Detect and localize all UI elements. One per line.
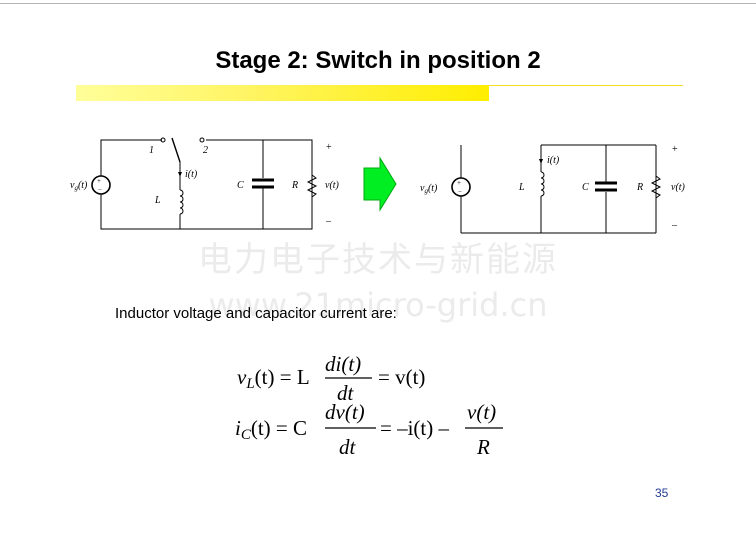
top-border-line [0, 3, 756, 4]
eq1-rhs: = v(t) [378, 365, 425, 389]
left-minus-sign: – [325, 216, 332, 227]
left-source-label: vg(t) [70, 180, 88, 192]
circuit-diagrams: + − vg(t) 1 2 i(t) L C R v(t) + – [70, 137, 686, 234]
eq2-denominator: dt [339, 435, 357, 459]
left-switch-contact-2 [199, 137, 205, 143]
left-plus-sign: + [326, 142, 332, 153]
right-source-minus: − [458, 188, 462, 196]
left-wire-loop [100, 139, 313, 230]
right-source-circle [451, 177, 471, 197]
right-voltage-label: v(t) [671, 182, 686, 193]
watermark-url: www.21micro-grid.cn [208, 286, 548, 324]
eq2-lhs: iC(t) = C [235, 416, 307, 443]
right-capacitor-label: C [582, 182, 589, 193]
watermark-chinese: 电力电子技术与新能源 [198, 240, 558, 280]
left-resistor-zigzag [306, 174, 318, 198]
left-inductor-label: L [154, 195, 161, 206]
left-source-minus: − [98, 186, 102, 194]
left-capacitor-label: C [237, 180, 244, 191]
equations-block: vL(t) = L di(t) dt = v(t) iC(t) = C dv(t… [235, 352, 503, 459]
eq1-numerator: di(t) [325, 352, 361, 376]
left-switch-blade [171, 137, 181, 163]
title-underline-bar [76, 85, 489, 101]
right-resistor-label: R [636, 182, 643, 193]
left-inductor-coil [179, 189, 184, 215]
right-current-arrow [539, 159, 543, 164]
eq2-frac-denominator: R [476, 435, 490, 459]
left-current-arrow [178, 172, 182, 177]
right-source-plus: + [457, 179, 461, 187]
right-inductor-label: L [518, 182, 525, 193]
title-underline-line [489, 85, 683, 86]
left-switch-label-2: 2 [203, 145, 208, 156]
eq2-middle: = –i(t) – [380, 416, 449, 440]
left-resistor-label: R [291, 180, 298, 191]
slide-title: Stage 2: Switch in position 2 [215, 47, 541, 74]
transition-arrow [363, 156, 397, 212]
eq1-denominator: dt [337, 381, 355, 405]
right-minus-sign: – [671, 220, 678, 231]
eq2-numerator: dv(t) [325, 400, 365, 424]
eq1-lhs: vL(t) = L [237, 365, 310, 392]
left-switch-label-1: 1 [149, 145, 154, 156]
left-source-plus: + [97, 177, 101, 185]
right-inductor-coil [540, 171, 545, 197]
right-plus-sign: + [672, 144, 678, 155]
right-resistor-zigzag [650, 175, 662, 199]
left-voltage-label: v(t) [325, 180, 340, 191]
page-number: 35 [655, 486, 669, 500]
left-switch-contact-1 [160, 137, 166, 143]
eq2-frac-numerator: v(t) [467, 400, 496, 424]
right-circuit [451, 144, 662, 234]
body-text: Inductor voltage and capacitor current a… [115, 305, 397, 322]
left-wire-top-left [100, 139, 162, 155]
right-current-label: i(t) [547, 155, 560, 166]
left-current-label: i(t) [185, 169, 198, 180]
right-source-label: vg(t) [420, 183, 438, 195]
